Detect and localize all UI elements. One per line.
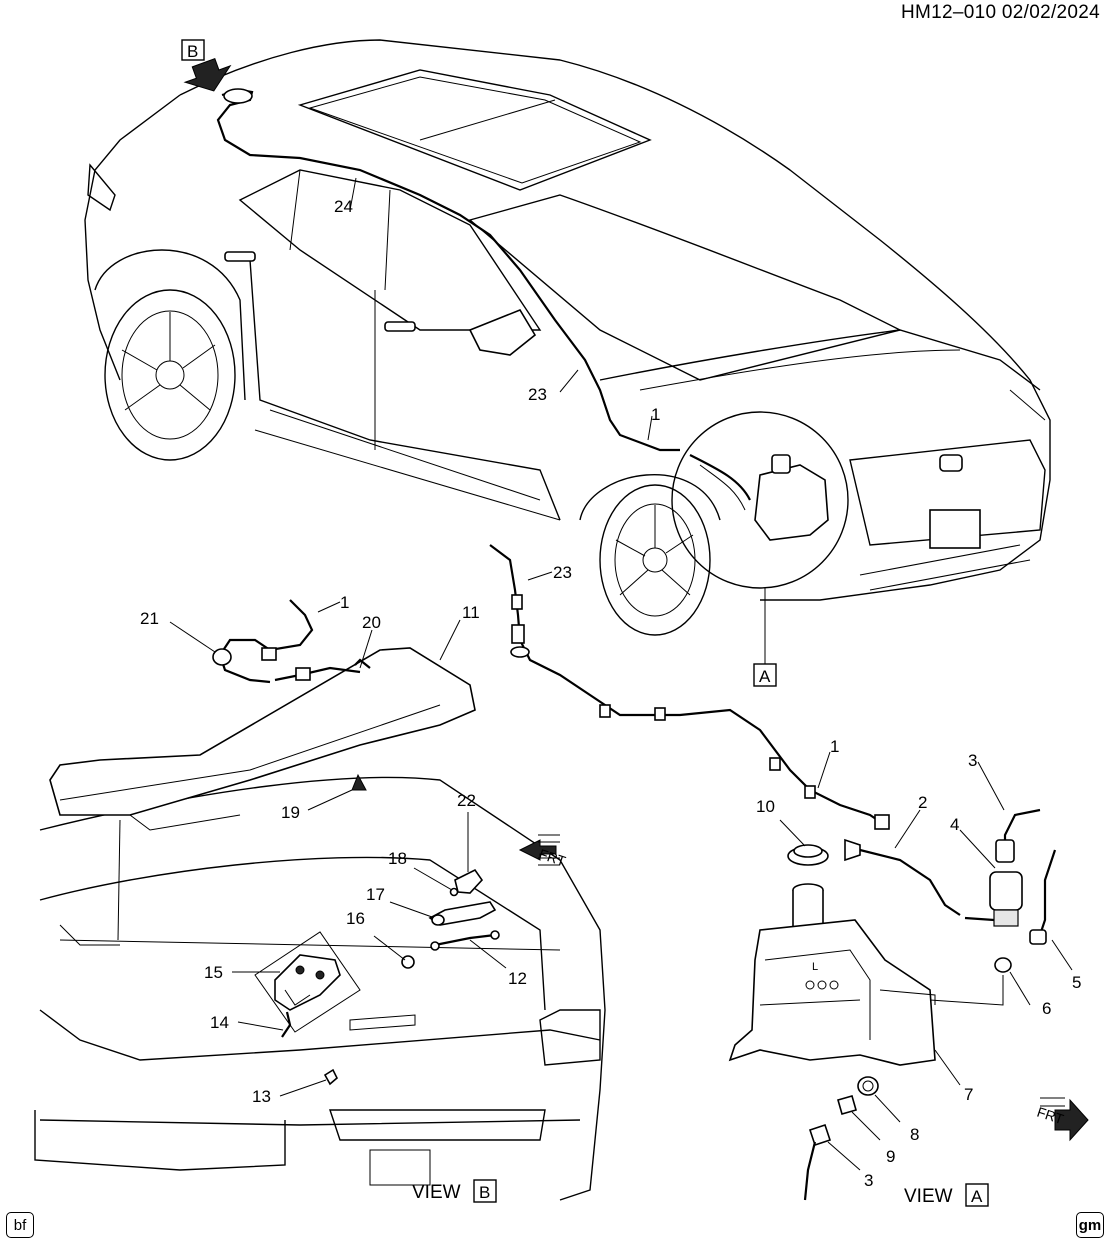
wiring-21-and-hose-20 [212, 599, 371, 684]
callout-11: 11 [462, 603, 480, 622]
callout-23-vehicle: 23 [528, 385, 547, 404]
view-b-label: VIEW B [412, 1179, 497, 1203]
callout-22: 22 [457, 791, 476, 810]
washer-nozzle-22 [454, 868, 484, 894]
hose-5 [1029, 849, 1057, 945]
reservoir-cap-10 [787, 844, 829, 866]
callout-4: 4 [950, 815, 959, 834]
frt-label-right: FRT [1035, 1104, 1066, 1128]
seal-6 [929, 957, 1012, 1006]
rear-spoiler-11 [49, 647, 476, 941]
callout-2: 2 [918, 793, 927, 812]
callout-23-view-a: 23 [553, 563, 572, 582]
callout-20: 20 [362, 613, 381, 632]
callout-10: 10 [756, 797, 775, 816]
callout-3-lower: 3 [864, 1171, 873, 1190]
detail-a-label: A [753, 663, 777, 687]
callout-21: 21 [140, 609, 159, 628]
callout-3-upper: 3 [968, 751, 977, 770]
callout-7: 7 [964, 1085, 973, 1104]
detail-circle-a [671, 411, 849, 665]
vehicle-outline [84, 39, 1051, 636]
callout-15: 15 [204, 963, 223, 982]
callout-14: 14 [210, 1013, 229, 1032]
callout-1-view-b: 1 [340, 593, 349, 612]
view-a-label: VIEW A [904, 1183, 989, 1207]
frt-arrow-left [518, 834, 560, 866]
hose-2 [844, 838, 961, 916]
view-a-word: VIEW [904, 1186, 953, 1207]
callout-18: 18 [388, 849, 407, 868]
pin-18 [449, 887, 459, 897]
callout-17: 17 [366, 885, 385, 904]
callout-6: 6 [1042, 999, 1051, 1018]
view-b-letter: B [479, 1183, 490, 1202]
callout-24: 24 [334, 197, 353, 216]
view-a-hose-1 [489, 544, 890, 830]
pump-fitting-9 [837, 1095, 857, 1115]
view-a-letter: A [971, 1187, 983, 1206]
callout-16: 16 [346, 909, 365, 928]
hose-12 [430, 930, 500, 951]
frt-label-left: FRT [537, 846, 568, 870]
wiper-motor-assembly-15 [254, 931, 361, 1033]
grommet-16 [401, 955, 415, 969]
callout-5: 5 [1072, 973, 1081, 992]
nozzle-bracket-17 [428, 901, 497, 926]
washer-reservoir-7: L [728, 883, 936, 1066]
footer-badge-left: bf [6, 1212, 34, 1238]
grommet-8 [857, 1076, 879, 1096]
arrow-b-letter: B [187, 42, 198, 61]
leader-lines [169, 177, 1073, 1171]
callout-12: 12 [508, 969, 527, 988]
callout-13: 13 [252, 1087, 271, 1106]
washer-hose-routing-vehicle [216, 88, 680, 452]
frt-arrow-right [1040, 1097, 1089, 1142]
hose-3-lower [803, 1123, 832, 1201]
svg-text:L: L [812, 961, 818, 973]
grommet-19 [351, 773, 367, 791]
callout-1-vehicle: 1 [651, 405, 660, 424]
gm-logo-badge: gm [1076, 1212, 1104, 1238]
detail-a-letter: A [759, 667, 771, 686]
fastener-13 [323, 1068, 338, 1086]
callout-9: 9 [886, 1147, 895, 1166]
callout-19: 19 [281, 803, 300, 822]
view-b-word: VIEW [412, 1182, 461, 1203]
callout-numbers: 24 23 1 23 1 21 20 11 19 22 18 17 16 12 … [140, 197, 1081, 1190]
view-b-arrow [181, 39, 232, 92]
callout-1-view-a: 1 [830, 737, 839, 756]
washer-pump-4 [964, 808, 1041, 927]
callout-8: 8 [910, 1125, 919, 1144]
harness-14 [281, 1011, 292, 1038]
diagram-reference-code: HM12–010 02/02/2024 [900, 2, 1100, 23]
